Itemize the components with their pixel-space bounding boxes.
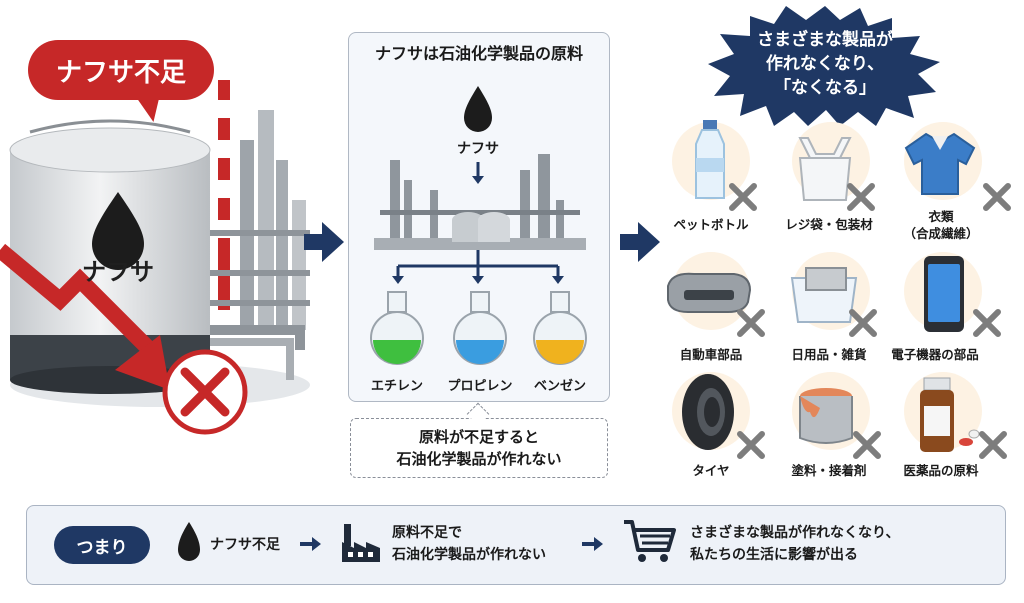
cross-mark-icon — [849, 309, 877, 337]
smartphone-icon — [924, 256, 964, 332]
tire-icon — [682, 374, 734, 450]
burst-shape-icon — [708, 6, 940, 126]
burst-line-2: 作れなくなり、 — [765, 54, 885, 74]
oil-drop-icon — [92, 192, 144, 270]
chemical-label-propylene: プロピレン — [447, 379, 513, 394]
summary-step-3-line-1: さまざまな製品が作れなくなり、 — [690, 525, 900, 541]
naphtha-tank-illustration — [0, 80, 310, 435]
summary-step-2: 原料不足で 石油化学製品が作れない — [392, 522, 592, 566]
prohibited-x-icon — [162, 349, 248, 435]
storage-tank-icon — [9, 119, 211, 394]
downtrend-arrow-icon — [0, 243, 156, 356]
flask-icon-propylene — [453, 291, 507, 365]
summary-step-2-line-1: 原料不足で — [392, 525, 462, 541]
chemical-plant-icon — [374, 154, 586, 250]
plastic-bag-icon — [798, 137, 852, 201]
product-label-daily-goods: 日用品・雑貨 — [791, 347, 867, 362]
summary-step-2-line-2: 石油化学製品が作れない — [392, 547, 546, 563]
product-label-car-parts: 自動車部品 — [679, 347, 743, 362]
flask-icon-benzene — [533, 291, 587, 365]
cross-mark-icon — [737, 309, 765, 337]
product-label-paint: 塗料・接着剤 — [791, 463, 867, 478]
shopping-cart-icon — [624, 520, 676, 562]
car-bumper-icon — [667, 272, 752, 313]
summary-pill: つまり — [54, 526, 150, 564]
shortage-note-box: 原料が不足すると 石油化学製品が作れない — [350, 418, 608, 478]
cross-mark-icon — [737, 431, 765, 459]
chemical-label-ethylene: エチレン — [370, 379, 423, 394]
product-label-plastic-bag: レジ袋・包装材 — [785, 217, 873, 232]
cross-mark-icon — [853, 431, 881, 459]
pet-bottle-icon — [695, 120, 725, 199]
medicine-bottle-icon — [920, 377, 980, 452]
petrochemical-plant-illustration — [374, 154, 586, 284]
summary-step-3-line-2: 私たちの生活に影響が出る — [690, 547, 858, 563]
product-label-clothing: 衣類 （合成繊維） — [876, 208, 1006, 242]
refinery-icon — [170, 80, 310, 380]
note-line-2: 石油化学製品が作れない — [396, 450, 562, 468]
cross-mark-icon — [847, 183, 875, 211]
burst-line-1: さまざまな製品が — [757, 30, 893, 50]
product-label-pet-bottle: ペットボトル — [673, 217, 749, 232]
naphtha-shortage-bubble: ナフサ不足 — [28, 40, 214, 100]
flasks-group — [370, 291, 587, 365]
panel-title: ナフサは石油化学製品の原料 — [374, 44, 583, 63]
burst-line-3: 「なくなる」 — [774, 78, 876, 98]
product-label-electronics: 電子機器の部品 — [891, 347, 979, 362]
cross-mark-icon — [983, 183, 1011, 211]
factory-icon — [342, 524, 380, 562]
note-line-1: 原料が不足すると — [418, 428, 539, 446]
cross-mark-icon — [729, 183, 757, 211]
cross-mark-icon — [973, 309, 1001, 337]
cross-mark-icon — [979, 431, 1007, 459]
arrow-right-icon — [582, 537, 603, 551]
flask-icon-ethylene — [370, 291, 424, 365]
oil-drop-icon — [178, 522, 200, 561]
storage-box-icon — [790, 267, 858, 323]
product-label-tire: タイヤ — [692, 463, 730, 478]
tank-label: ナフサ — [82, 258, 154, 286]
clothing-label-line-1: 衣類 — [928, 209, 954, 224]
right-arrow-icon — [304, 222, 344, 262]
paint-can-icon — [799, 388, 853, 444]
chemical-label-benzene: ベンゼン — [533, 379, 586, 394]
naphtha-label: ナフサ — [457, 141, 499, 157]
burst-message: さまざまな製品が 作れなくなり、 「なくなる」 — [735, 28, 915, 100]
clothing-label-line-2: （合成繊維） — [903, 226, 979, 241]
oil-drop-icon — [464, 86, 492, 132]
product-label-medicine: 医薬品の原料 — [903, 463, 979, 478]
summary-step-3: さまざまな製品が作れなくなり、 私たちの生活に影響が出る — [690, 522, 990, 566]
summary-step-1: ナフサ不足 — [210, 537, 280, 553]
arrow-right-icon — [300, 537, 321, 551]
shirt-icon — [904, 132, 976, 195]
right-arrow-icon — [620, 222, 660, 262]
